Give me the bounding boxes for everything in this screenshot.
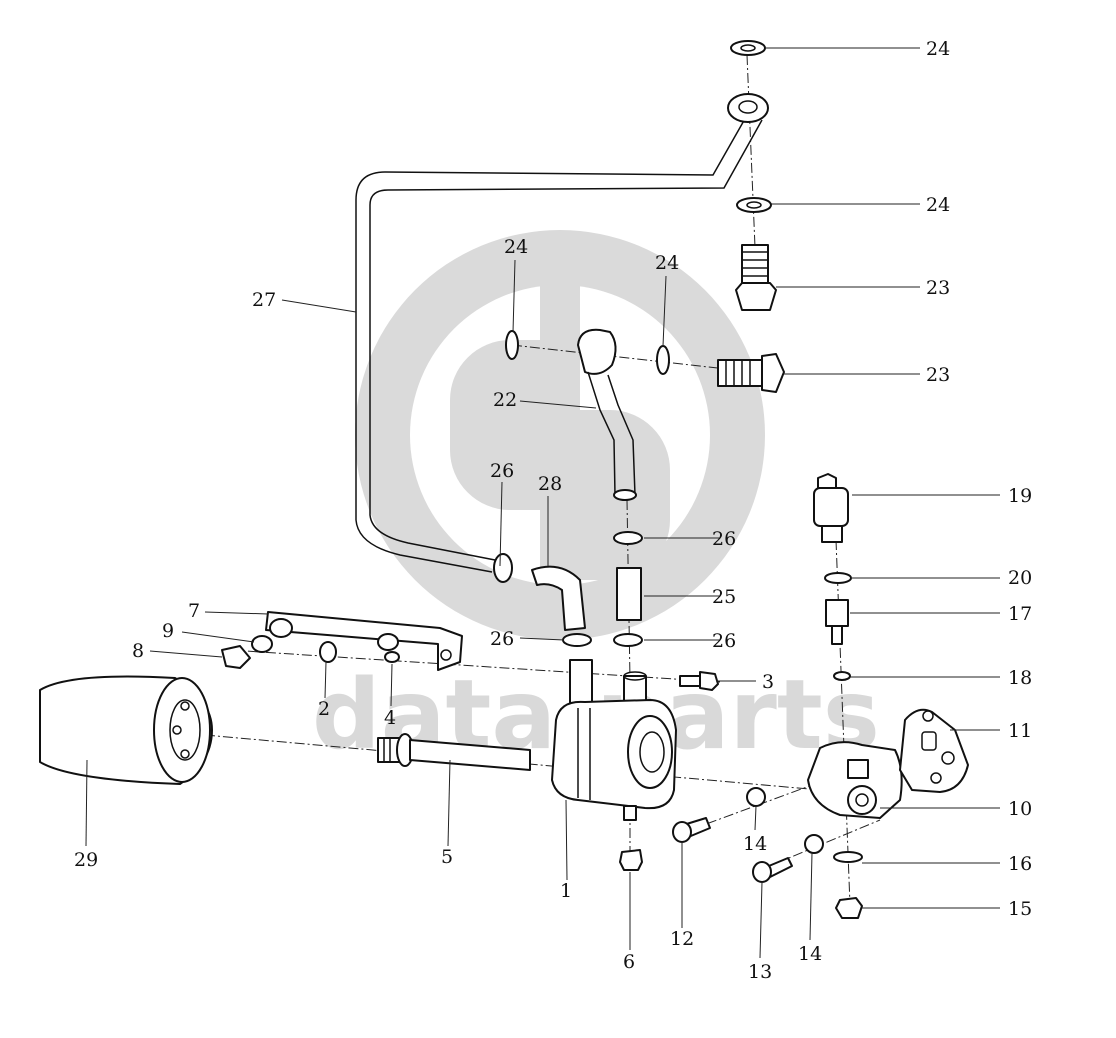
callout-26: 26 [712,630,736,652]
callout-27: 27 [252,289,276,311]
callout-18: 18 [1008,667,1032,689]
callout-24: 24 [926,194,950,216]
callout-8: 8 [132,640,144,662]
callout-20: 20 [1008,567,1032,589]
gasket-11 [899,708,969,793]
callout-22: 22 [493,389,517,411]
leader-lines [85,47,1000,959]
callout-2: 2 [318,698,330,720]
washers-24-side [505,330,670,375]
callout-23: 23 [926,277,950,299]
callout-12: 12 [670,928,694,950]
drain-fitting-6 [619,849,643,871]
callout-24: 24 [504,236,528,258]
callout-7: 7 [188,600,200,622]
plug-15-washer-16 [833,851,863,919]
callout-24: 24 [926,38,950,60]
callout-23: 23 [926,364,950,386]
banjo-pipe-22 [577,328,637,501]
hose-clamps-and-hoses [493,531,643,647]
banjo-bolt-23-side [717,353,785,393]
callout-24: 24 [655,252,679,274]
callout-4: 4 [384,707,396,729]
callout-6: 6 [623,951,635,973]
callout-17: 17 [1008,603,1032,625]
oil-cooler-1 [551,659,677,821]
callout-26: 26 [490,460,514,482]
callout-19: 19 [1008,485,1032,507]
banjo-top [727,40,772,213]
callout-14: 14 [743,833,767,855]
bracket-7 [221,611,719,691]
watermark-logo [355,230,765,640]
callout-15: 15 [1008,898,1032,920]
callout-1: 1 [560,880,572,902]
oil-filter-29 [39,675,213,785]
callout-9: 9 [162,620,174,642]
callout-14: 14 [798,943,822,965]
callout-3: 3 [762,671,774,693]
callout-25: 25 [712,586,736,608]
banjo-bolt-23-top [735,244,777,311]
callout-10: 10 [1008,798,1032,820]
callout-26: 26 [712,528,736,550]
callout-11: 11 [1008,720,1032,742]
oil-pipe-27 [355,109,763,573]
sensors-17-19 [813,473,852,681]
housing-10 [807,741,903,819]
callout-26: 26 [490,628,514,650]
callout-5: 5 [441,846,453,868]
callout-13: 13 [748,961,772,983]
callout-28: 28 [538,473,562,495]
callout-16: 16 [1008,853,1032,875]
callout-29: 29 [74,849,98,871]
threaded-tube-5 [377,733,531,771]
callout-labels: 24 24 23 23 24 24 27 22 26 28 26 25 26 2… [74,38,1032,983]
